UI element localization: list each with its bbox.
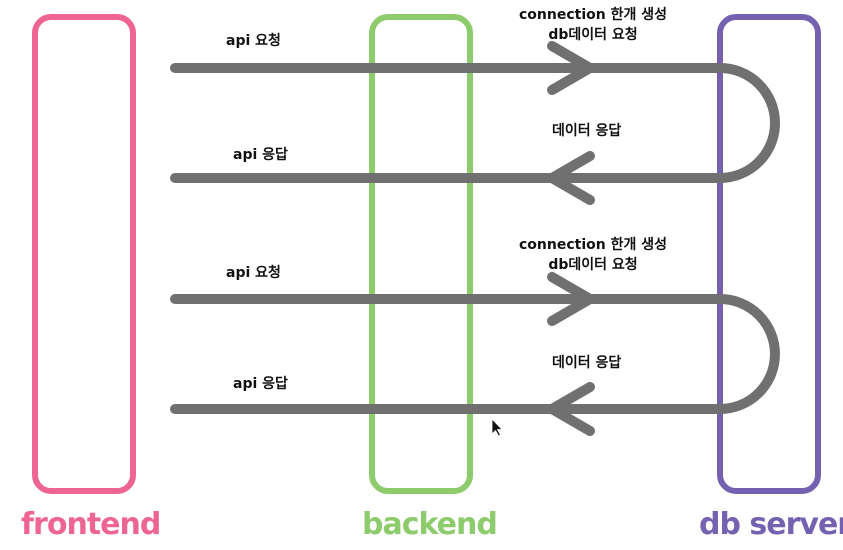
api-request-label-2: api 요청 — [226, 265, 281, 281]
db-request-label-2: connection 한개 생성 db데이터 요청 — [508, 235, 678, 275]
api-response-label-1: api 응답 — [233, 147, 288, 163]
api-request-label-1: api 요청 — [226, 33, 281, 49]
data-response-label-1: 데이터 응답 — [552, 123, 622, 139]
api-request-arrow-2 — [170, 294, 780, 414]
db-server-lifeline-box — [717, 14, 821, 494]
db-request-label-1-line1: connection 한개 생성 — [519, 7, 667, 23]
data-response-label-2: 데이터 응답 — [552, 355, 622, 371]
frontend-lifeline-box — [32, 14, 136, 494]
api-request-arrowhead-2 — [547, 272, 595, 326]
api-request-arrow-1 — [170, 63, 780, 183]
db-request-label-1-line2: db데이터 요청 — [548, 27, 638, 43]
backend-label: backend — [362, 507, 498, 542]
api-response-label-2: api 응답 — [233, 376, 288, 392]
frontend-label: frontend — [21, 507, 161, 542]
api-response-arrowhead-2 — [547, 382, 595, 436]
db-request-label-2-line1: connection 한개 생성 — [519, 237, 667, 253]
mouse-pointer-icon — [491, 418, 503, 437]
db-server-label: db server — [699, 507, 843, 542]
api-request-arrowhead-1 — [547, 41, 595, 95]
db-request-label-2-line2: db데이터 요청 — [548, 257, 638, 273]
backend-lifeline-box — [369, 14, 473, 494]
db-request-label-1: connection 한개 생성 db데이터 요청 — [508, 5, 678, 45]
api-response-arrowhead-1 — [547, 151, 595, 205]
